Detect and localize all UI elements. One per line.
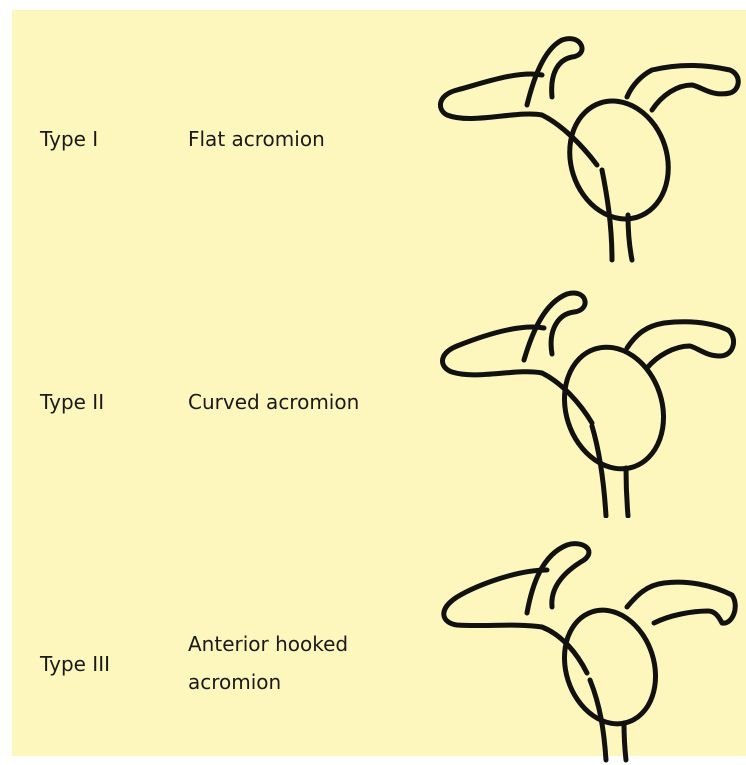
anterior-hooked-acromion-label-line-2: acromion — [188, 663, 281, 701]
curved-acromion-illustration — [432, 268, 746, 518]
scapula-outline — [440, 74, 597, 165]
coracoid-process — [527, 544, 589, 613]
type-i-row: Type I Flat acromion — [12, 10, 746, 260]
scapula-body-line-2 — [628, 215, 632, 260]
anterior-hooked-acromion-label-line-1: Anterior hooked — [188, 625, 348, 663]
acromion-process — [627, 582, 735, 623]
scapula-body-line-1 — [592, 426, 606, 516]
type-iii-row: Type III Anterior hooked acromion — [12, 515, 746, 765]
scapula-body-line-2 — [626, 468, 628, 516]
flat-acromion-label: Flat acromion — [188, 120, 325, 158]
scapula-body-line-2 — [624, 723, 626, 760]
curved-acromion-label: Curved acromion — [188, 383, 359, 421]
humeral-head — [555, 88, 683, 232]
type-i-label: Type I — [40, 120, 98, 158]
acromion-process — [627, 65, 738, 110]
flat-acromion-illustration — [432, 15, 746, 265]
type-iii-label: Type III — [40, 645, 110, 683]
coracoid-process — [527, 39, 582, 105]
type-ii-row: Type II Curved acromion — [12, 268, 746, 518]
anterior-hooked-acromion-illustration — [432, 515, 746, 765]
type-ii-label: Type II — [40, 383, 104, 421]
acromion-types-panel: Type I Flat acromion Type II Curved acro… — [12, 10, 746, 756]
humeral-head — [550, 598, 670, 736]
